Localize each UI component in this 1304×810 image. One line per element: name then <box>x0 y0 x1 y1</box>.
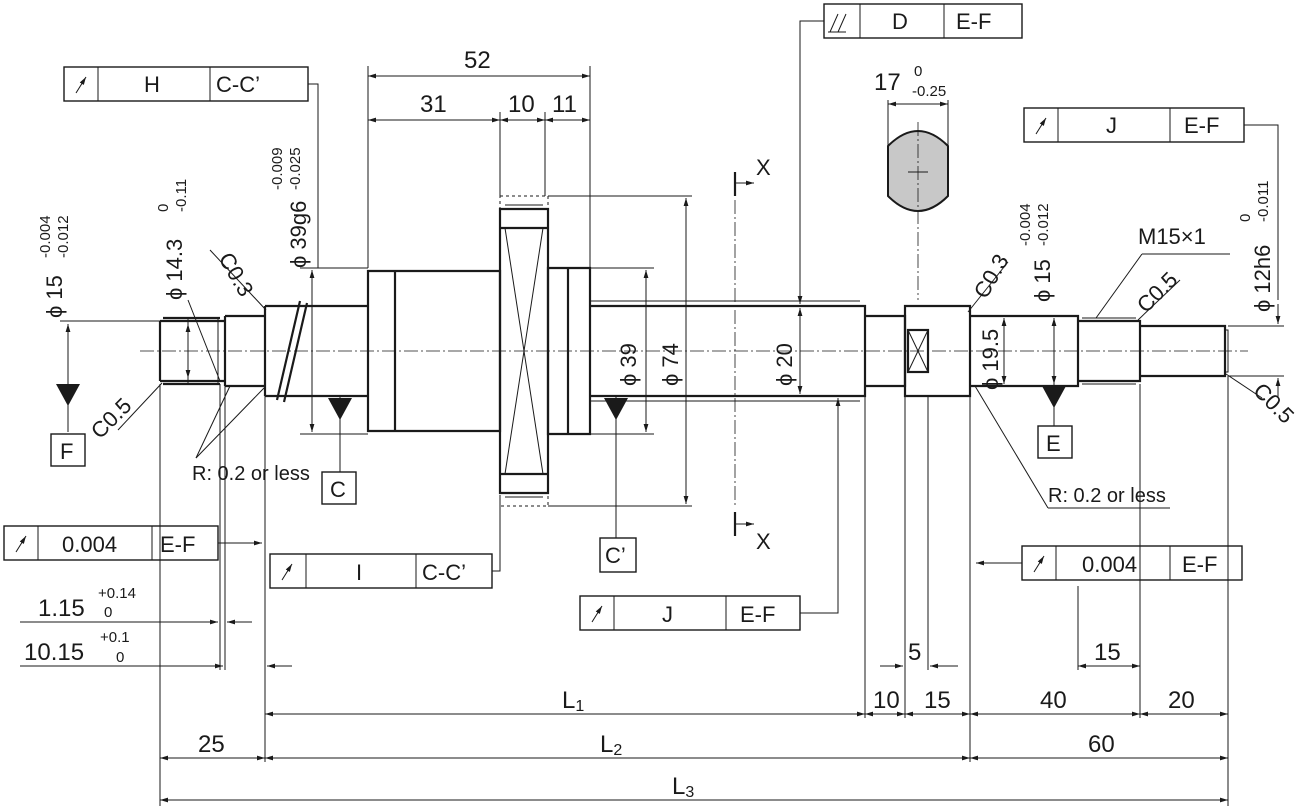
section-label-top: X <box>756 155 771 180</box>
dia-12h6: ϕ 12h6 <box>1250 245 1275 312</box>
runout-icon <box>281 563 293 581</box>
svg-text:E-F: E-F <box>160 532 195 557</box>
section-label-bottom: X <box>756 529 771 554</box>
radius-note-left: R: 0.2 or less <box>192 463 310 485</box>
dim-25: 25 <box>198 731 225 758</box>
bottom-dimensions: 1.15 +0.14 0 10.15 +0.1 0 5 15 L1 10 15 … <box>20 585 1228 803</box>
dim-31: 31 <box>420 91 447 118</box>
frame-004-left: 0.004 E-F <box>3 525 262 561</box>
dim-l2: L2 <box>600 731 622 759</box>
svg-text:+0.1: +0.1 <box>100 629 130 646</box>
runout-icon <box>75 76 87 94</box>
dia-39g6: ϕ 39g6 <box>286 201 311 268</box>
dim-15-thread: 15 <box>1094 639 1121 666</box>
svg-text:E-F: E-F <box>1182 552 1217 577</box>
svg-text:J: J <box>1106 113 1117 138</box>
svg-text:0.004: 0.004 <box>62 532 117 557</box>
runout-icon <box>591 605 603 623</box>
svg-text:-0.012: -0.012 <box>1035 203 1052 246</box>
dim-l3: L3 <box>672 773 694 801</box>
frame-d: D E-F <box>797 3 1023 304</box>
svg-text:+0.14: +0.14 <box>98 585 136 602</box>
width-17: 17 <box>874 69 901 96</box>
svg-text:0: 0 <box>155 204 172 212</box>
runout-icon <box>15 535 27 553</box>
dim-5: 5 <box>908 639 921 666</box>
svg-text:I: I <box>356 560 362 585</box>
svg-text:0.004: 0.004 <box>1082 552 1137 577</box>
datum-triangle-c-prime <box>604 398 628 420</box>
dim-l1: L1 <box>562 687 584 715</box>
svg-text:0: 0 <box>914 63 922 80</box>
datum-f: F <box>60 439 73 464</box>
frame-j-bottom: J E-F <box>579 398 841 631</box>
svg-text:0: 0 <box>1237 214 1254 222</box>
datum-triangle-f <box>56 384 80 406</box>
frame-004-right: 0.004 E-F <box>976 545 1243 581</box>
svg-text:-0.009: -0.009 <box>269 147 286 190</box>
svg-text:-0.25: -0.25 <box>912 83 946 100</box>
svg-text:C-C’: C-C’ <box>422 560 466 585</box>
svg-text:-0.025: -0.025 <box>287 147 304 190</box>
dim-60: 60 <box>1088 731 1115 758</box>
dia-39: ϕ 39 <box>616 343 641 386</box>
svg-text:E-F: E-F <box>740 602 775 627</box>
dia-15-left: ϕ 15 <box>42 275 67 318</box>
svg-text:C-C’: C-C’ <box>216 72 260 97</box>
chamfer-c03-right: C0.3 <box>969 250 1014 303</box>
datum-e: E <box>1046 431 1061 456</box>
top-dimensions: 52 31 10 11 <box>367 47 591 268</box>
shaft-outline <box>158 195 1229 507</box>
dim-52: 52 <box>464 47 491 74</box>
datum-c-prime: C’ <box>605 543 626 568</box>
extension-lines <box>159 376 1229 806</box>
dia-15-right: ϕ 15 <box>1030 259 1055 302</box>
thread-m15x1: M15×1 <box>1138 224 1206 249</box>
svg-text:0: 0 <box>104 604 112 621</box>
svg-text:H: H <box>144 72 160 97</box>
chamfer-c03-left: C0.3 <box>214 248 259 301</box>
svg-text:-0.11: -0.11 <box>173 179 190 212</box>
dim-15-collar: 15 <box>924 687 951 714</box>
total-runout-icon <box>828 13 847 33</box>
frame-j-top: J E-F <box>1023 107 1279 300</box>
svg-text:-0.004: -0.004 <box>1017 203 1034 246</box>
dia-14-3: ϕ 14.3 <box>162 239 187 300</box>
diameter-dimensions: ϕ 15 -0.004 -0.012 ϕ 14.3 0 -0.11 C0.3 ϕ… <box>37 147 1299 507</box>
runout-icon <box>1033 555 1045 573</box>
dia-74: ϕ 74 <box>658 343 683 386</box>
chamfer-c05-right: C0.5 <box>1248 378 1299 429</box>
svg-text:D: D <box>892 9 908 34</box>
datum-symbols: F C C’ E <box>50 380 1073 573</box>
svg-text:-0.004: -0.004 <box>37 215 54 258</box>
dim-1-15: 1.15 <box>38 595 85 622</box>
dim-10-neck: 10 <box>873 687 900 714</box>
svg-text:-0.011: -0.011 <box>1255 181 1272 222</box>
dim-10-15: 10.15 <box>24 639 84 666</box>
dia-19-5: ϕ 19.5 <box>978 329 1003 390</box>
dim-20: 20 <box>1168 687 1195 714</box>
datum-triangle-e <box>1042 386 1066 408</box>
chamfer-c05-mid: C0.5 <box>1132 267 1183 318</box>
svg-text:J: J <box>662 602 673 627</box>
frame-h: H C-C’ <box>63 66 319 268</box>
svg-text:0: 0 <box>116 649 124 666</box>
dim-10-flange: 10 <box>508 91 535 118</box>
cross-section-view: 17 0 -0.25 <box>874 63 949 300</box>
radius-note-right: R: 0.2 or less <box>1048 485 1166 507</box>
svg-text:-0.012: -0.012 <box>55 215 72 258</box>
runout-icon <box>1035 117 1047 135</box>
radius-notes: R: 0.2 or less R: 0.2 or less <box>192 385 1170 509</box>
datum-triangle-c <box>328 398 352 420</box>
datum-c: C <box>330 477 346 502</box>
dia-20: ϕ 20 <box>772 343 797 386</box>
section-x-marks: X X <box>733 155 771 554</box>
dim-11: 11 <box>552 91 577 118</box>
svg-text:E-F: E-F <box>956 9 991 34</box>
svg-text:E-F: E-F <box>1184 113 1219 138</box>
dim-40: 40 <box>1040 687 1067 714</box>
frame-i: I C-C’ <box>269 496 501 589</box>
